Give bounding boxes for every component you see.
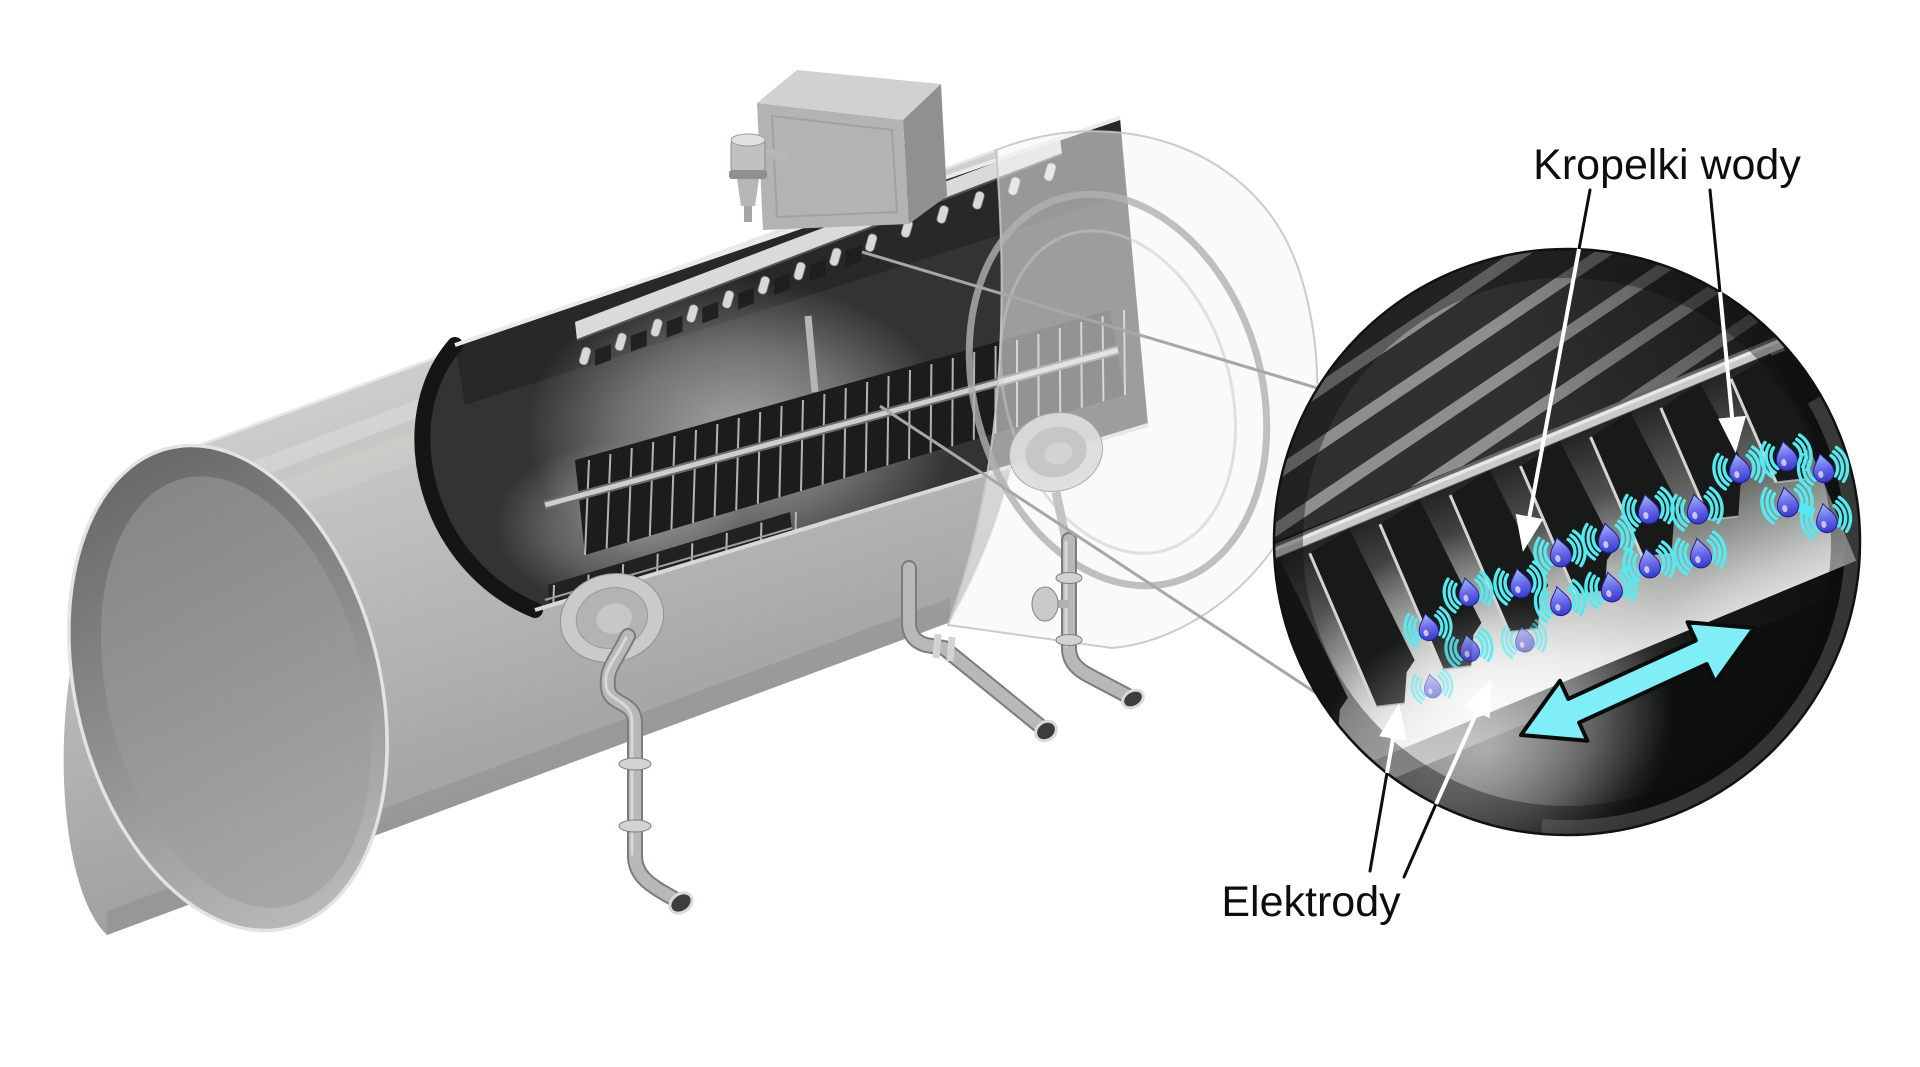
vessel-illustration	[63, 70, 1319, 935]
leader-lines	[1368, 188, 1747, 879]
cutaway-window	[414, 116, 1149, 618]
vessel-open-end	[67, 443, 389, 933]
rail-bolts	[578, 162, 1057, 366]
label-electrodes: Elektrody	[1221, 878, 1401, 926]
magnifier-connector-lines	[861, 250, 1318, 695]
drain-pipe-center	[599, 628, 694, 915]
top-fitting-valve	[729, 133, 789, 222]
nozzle-flange	[1008, 411, 1104, 493]
shell-flange	[559, 572, 665, 664]
drain-pipes-right	[901, 532, 1145, 743]
double-headed-arrow-icon	[1519, 620, 1756, 743]
label-water-droplets: Kropelki wody	[1533, 141, 1801, 189]
magnifier-support-rod	[1274, 335, 1786, 561]
instrument-box	[757, 70, 947, 230]
